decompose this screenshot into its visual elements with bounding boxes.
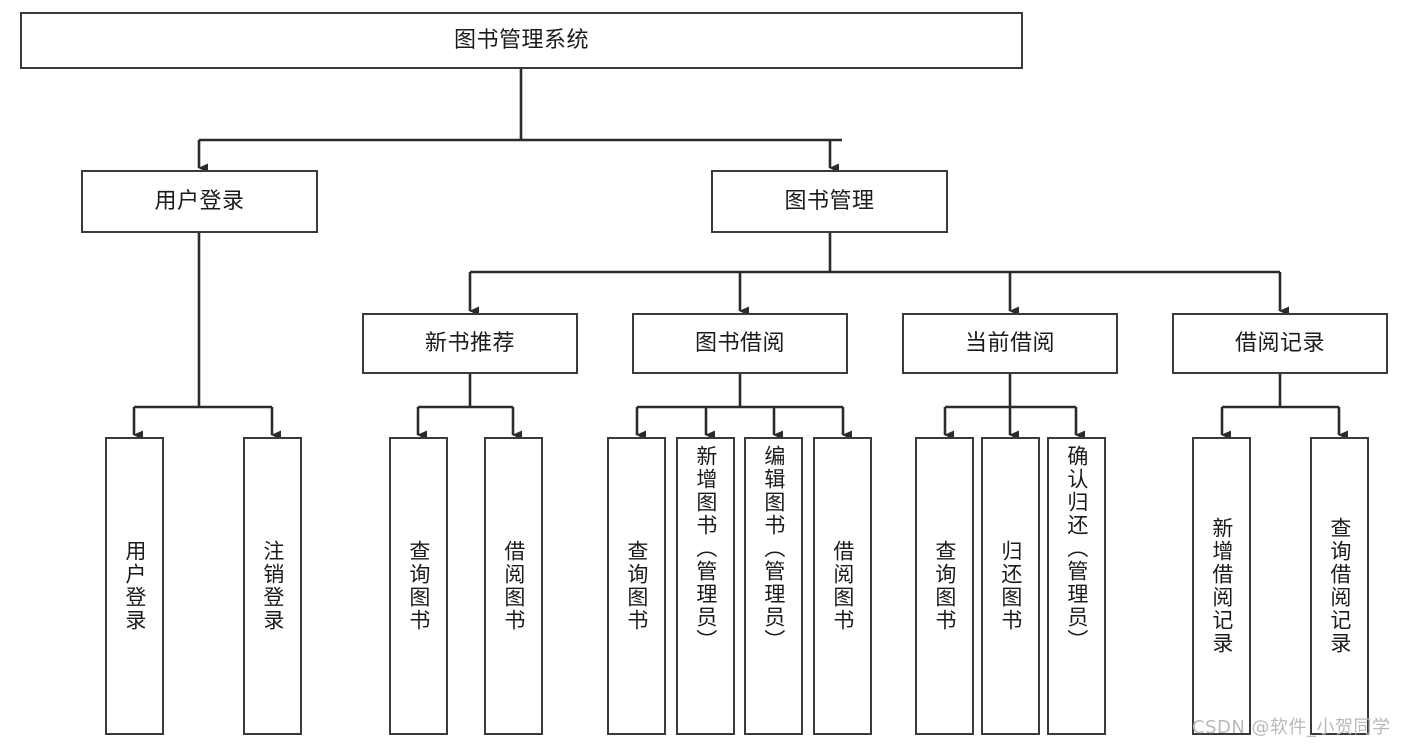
node-leaf-query-book-1[interactable]: 查询图书: [389, 437, 448, 735]
node-borrow-record[interactable]: 借阅记录: [1172, 313, 1388, 374]
node-leaf-return-book[interactable]: 归还图书: [981, 437, 1040, 735]
node-leaf-add-book-admin[interactable]: 新增图书（管理员）: [676, 437, 735, 735]
node-leaf-add-borrow-record[interactable]: 新增借阅记录: [1192, 437, 1251, 735]
node-root-label: 图书管理系统: [453, 27, 589, 53]
node-leaf-borrow-book-2-label: 借阅图书: [830, 540, 855, 632]
node-book-borrow[interactable]: 图书借阅: [632, 313, 848, 374]
node-leaf-query-book-2-label: 查询图书: [624, 540, 649, 632]
node-leaf-add-book-admin-label: 新增图书（管理员）: [693, 445, 718, 652]
node-leaf-query-book-3[interactable]: 查询图书: [915, 437, 974, 735]
node-leaf-logout-login[interactable]: 注销登录: [243, 437, 302, 735]
node-leaf-query-borrow-record-label: 查询借阅记录: [1327, 517, 1352, 655]
node-leaf-query-book-1-label: 查询图书: [406, 540, 431, 632]
node-leaf-confirm-return-admin[interactable]: 确认归还（管理员）: [1047, 437, 1106, 735]
node-leaf-add-borrow-record-label: 新增借阅记录: [1209, 517, 1234, 655]
node-leaf-query-borrow-record[interactable]: 查询借阅记录: [1310, 437, 1369, 735]
node-leaf-borrow-book-2[interactable]: 借阅图书: [813, 437, 872, 735]
node-borrow-record-label: 借阅记录: [1234, 330, 1325, 356]
node-book-manage[interactable]: 图书管理: [711, 170, 948, 233]
node-user-login-label: 用户登录: [154, 188, 245, 214]
node-leaf-borrow-book-1[interactable]: 借阅图书: [484, 437, 543, 735]
node-leaf-borrow-book-1-label: 借阅图书: [501, 540, 526, 632]
csdn-watermark: CSDN @软件_小贺同学: [1192, 717, 1391, 738]
node-book-manage-label: 图书管理: [784, 188, 875, 214]
node-current-borrow[interactable]: 当前借阅: [902, 313, 1118, 374]
node-root[interactable]: 图书管理系统: [20, 12, 1023, 69]
node-current-borrow-label: 当前借阅: [964, 330, 1055, 356]
node-leaf-query-book-2[interactable]: 查询图书: [607, 437, 666, 735]
node-leaf-logout-login-label: 注销登录: [260, 540, 285, 632]
node-leaf-user-login[interactable]: 用户登录: [105, 437, 164, 735]
node-leaf-edit-book-admin-label: 编辑图书（管理员）: [761, 445, 786, 652]
node-new-book-rec-label: 新书推荐: [424, 330, 515, 356]
node-leaf-edit-book-admin[interactable]: 编辑图书（管理员）: [744, 437, 803, 735]
node-book-borrow-label: 图书借阅: [694, 330, 785, 356]
node-leaf-confirm-return-admin-label: 确认归还（管理员）: [1064, 445, 1089, 652]
node-leaf-return-book-label: 归还图书: [998, 540, 1023, 632]
node-leaf-user-login-label: 用户登录: [122, 540, 147, 632]
node-user-login[interactable]: 用户登录: [81, 170, 318, 233]
node-new-book-rec[interactable]: 新书推荐: [362, 313, 578, 374]
node-leaf-query-book-3-label: 查询图书: [932, 540, 957, 632]
